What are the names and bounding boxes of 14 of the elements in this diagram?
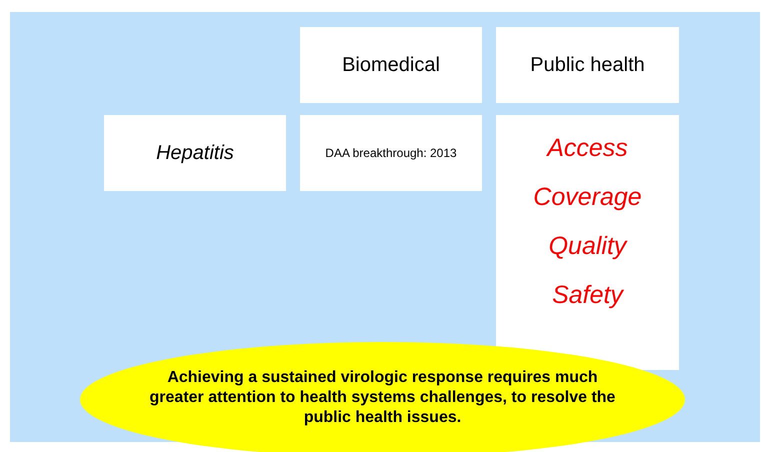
- list-item: Quality: [548, 231, 626, 262]
- list-item: Coverage: [533, 182, 642, 213]
- cell-text: DAA breakthrough: 2013: [325, 146, 457, 160]
- cell-text: Biomedical: [342, 54, 440, 76]
- callout-text: Achieving a sustained virologic response requires much greater attention to health systems challenges, to resolve the public health issues.: [148, 368, 616, 428]
- row-header: [104, 115, 286, 191]
- table-cell: [300, 115, 482, 191]
- column-header: [496, 27, 679, 103]
- column-header: [300, 27, 482, 103]
- list-item: Safety: [552, 280, 623, 311]
- list-item: Access: [547, 133, 628, 164]
- cell-text: Hepatitis: [156, 142, 234, 164]
- table-cell: [496, 115, 679, 370]
- cell-text: Public health: [530, 54, 645, 76]
